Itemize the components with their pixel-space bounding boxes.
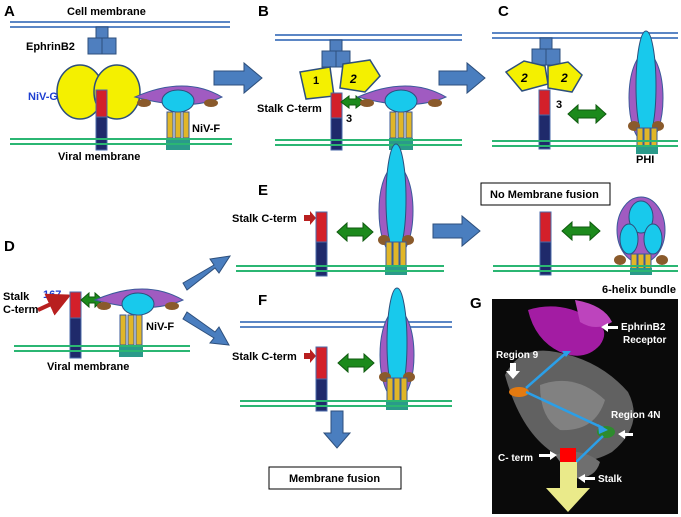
ephrinb2-receptor-line2: Receptor bbox=[623, 335, 666, 346]
panel-g: G EphrinB2 Receptor Region 9 Region 4N bbox=[470, 295, 678, 514]
region-3-label-c: 3 bbox=[556, 99, 562, 111]
cell-membrane-a bbox=[10, 21, 230, 28]
arrow-f-to-fusion bbox=[322, 410, 352, 449]
c-term-marker bbox=[560, 448, 576, 462]
pointer-stalk bbox=[578, 474, 595, 483]
niv-f-label-d: NiV-F bbox=[146, 321, 174, 333]
viral-membrane-d bbox=[14, 345, 190, 352]
pointer-ephrinb2 bbox=[601, 323, 618, 332]
niv-g-stalk-nofusion bbox=[539, 211, 552, 276]
panel-d: D Stalk C-term 167 NiV-F Viral membrane bbox=[3, 238, 190, 373]
arrow-a-to-b bbox=[213, 61, 263, 95]
region-9-site bbox=[509, 387, 529, 397]
niv-g-stalk-c bbox=[538, 89, 551, 150]
panel-a-letter: A bbox=[4, 3, 15, 20]
region-9-label: Region 9 bbox=[496, 350, 539, 361]
protomer-2a-c: 2 bbox=[520, 71, 528, 85]
cterm-label-d: C-term bbox=[3, 304, 39, 316]
region-4n-label: Region 4N bbox=[611, 410, 660, 421]
viral-membrane-e bbox=[236, 265, 444, 272]
no-fusion-result: No Membrane fusion 6-helix bundle bbox=[480, 182, 678, 296]
niv-f-phi-e bbox=[378, 143, 414, 275]
ephrinb2-receptor-line1: EphrinB2 bbox=[621, 322, 666, 333]
niv-g-stalk-d bbox=[69, 291, 82, 359]
viral-membrane-f bbox=[240, 400, 452, 407]
panel-c: C 2 2 3 bbox=[492, 3, 678, 166]
panel-b-letter: B bbox=[258, 3, 269, 20]
interaction-arrow-e bbox=[336, 221, 374, 243]
no-membrane-fusion-box bbox=[480, 182, 611, 206]
cell-membrane-b bbox=[275, 34, 462, 41]
red-arrow-e bbox=[304, 211, 316, 225]
niv-g-stalk-e bbox=[315, 211, 328, 277]
interaction-arrow-c bbox=[567, 103, 607, 125]
stalk-arrow bbox=[546, 462, 590, 512]
niv-f-phi-f bbox=[379, 287, 415, 410]
protomer-2b-c: 2 bbox=[560, 71, 568, 85]
niv-f-prefusion-a bbox=[133, 85, 224, 150]
stalk-label-g: Stalk bbox=[598, 474, 622, 485]
panel-c-letter: C bbox=[498, 3, 509, 20]
niv-f-label-a: NiV-F bbox=[192, 123, 220, 135]
panel-d-letter: D bbox=[4, 238, 15, 255]
stalk-label-d: Stalk bbox=[3, 291, 30, 303]
panel-b: B 1 2 Stalk C-term 3 bbox=[257, 3, 462, 151]
region-3-label-b: 3 bbox=[346, 113, 352, 125]
viral-membrane-label-a: Viral membrane bbox=[58, 151, 140, 163]
interaction-arrow-f bbox=[337, 352, 375, 374]
c-term-label: C- term bbox=[498, 453, 533, 464]
membrane-fusion-label: Membrane fusion bbox=[289, 473, 380, 485]
arrow-d-to-e bbox=[182, 255, 232, 291]
panel-e: E Stalk C-term bbox=[232, 143, 444, 277]
ephrinb2-receptor-a bbox=[87, 26, 117, 55]
niv-f-phi-c bbox=[628, 30, 664, 154]
protomer-2-b: 2 bbox=[349, 72, 357, 86]
panel-f-letter: F bbox=[258, 292, 267, 309]
niv-g-head-b bbox=[299, 59, 381, 100]
arrow-e-to-bundle bbox=[432, 214, 481, 248]
protomer-1-b: 1 bbox=[313, 75, 319, 87]
viral-membrane-a bbox=[10, 138, 232, 145]
interaction-arrow-nofusion bbox=[561, 220, 601, 242]
panel-f: F Stalk C-term Membran bbox=[232, 287, 452, 490]
niv-g-head-c bbox=[504, 60, 583, 93]
niv-g-label: NiV-G bbox=[28, 91, 58, 103]
arrow-d-to-f bbox=[182, 311, 230, 346]
viral-membrane-c bbox=[492, 140, 678, 147]
cell-membrane-f bbox=[240, 321, 452, 328]
viral-membrane-b bbox=[275, 139, 462, 146]
ephrinb2-label: EphrinB2 bbox=[26, 41, 75, 53]
red-arrow-d bbox=[37, 293, 72, 316]
membrane-fusion-box bbox=[268, 466, 402, 490]
niv-f-prefusion-d bbox=[93, 288, 185, 357]
arrow-b-to-c bbox=[438, 61, 486, 95]
pointer-c-term bbox=[539, 451, 557, 460]
panel-a: A Cell membrane EphrinB2 NiV-G bbox=[4, 3, 232, 163]
stalk-cterm-label-f: Stalk C-term bbox=[232, 351, 297, 363]
ephrinb2-receptor-c bbox=[531, 37, 561, 66]
viral-membrane-label-d: Viral membrane bbox=[47, 361, 129, 373]
ephrinb2-structure bbox=[528, 300, 612, 356]
pointer-region-4n bbox=[618, 430, 633, 439]
panel-e-letter: E bbox=[258, 182, 268, 199]
six-helix-bundle-label: 6-helix bundle bbox=[602, 284, 676, 296]
viral-membrane-nofusion bbox=[493, 265, 678, 272]
phi-label: PHI bbox=[636, 154, 654, 166]
red-arrow-f bbox=[304, 349, 316, 363]
niv-g-stalk-a bbox=[95, 89, 108, 151]
no-membrane-fusion-label: No Membrane fusion bbox=[490, 189, 599, 201]
stalk-cterm-label-b: Stalk C-term bbox=[257, 103, 322, 115]
stalk-cterm-label-e: Stalk C-term bbox=[232, 213, 297, 225]
cell-membrane-label: Cell membrane bbox=[67, 6, 146, 18]
pointer-region-9 bbox=[506, 363, 520, 379]
panel-g-letter: G bbox=[470, 295, 482, 312]
six-helix-bundle-shape bbox=[614, 196, 668, 275]
niv-g-stalk-b bbox=[330, 92, 343, 151]
niv-g-stalk-f bbox=[315, 346, 328, 412]
